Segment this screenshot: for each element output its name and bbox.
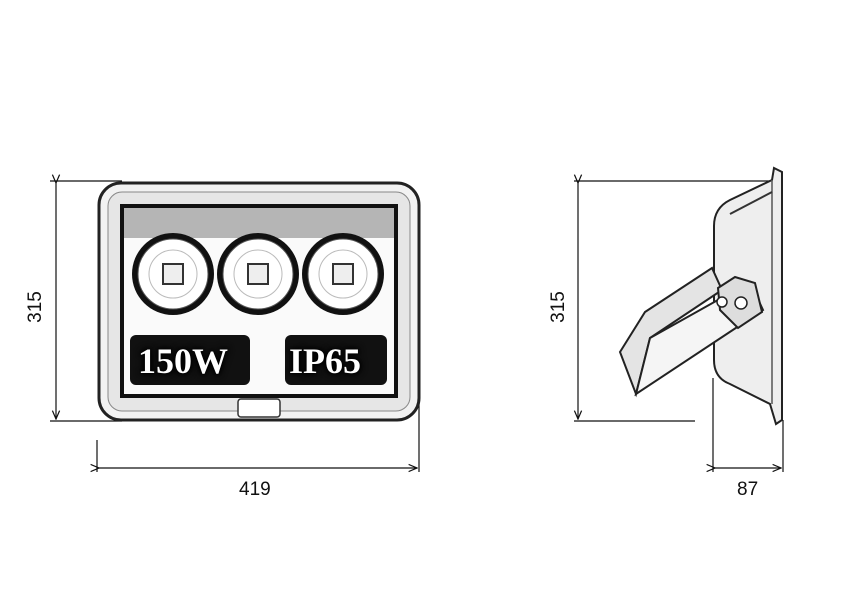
front-width-dimension: 419 [239, 479, 271, 500]
led-lenses [132, 233, 384, 315]
led-lens-1 [132, 233, 214, 315]
side-depth-dimension: 87 [737, 479, 759, 500]
mounting-bracket [618, 266, 765, 398]
led-lens-2 [217, 233, 299, 315]
side-dimension-lines [574, 181, 784, 472]
front-dimension-lines [50, 181, 420, 472]
front-height-dimension: 315 [25, 291, 46, 323]
ip-rating-label: IP65 [289, 341, 361, 381]
led-lens-3 [302, 233, 384, 315]
power-rating-label: 150W [138, 341, 228, 381]
side-height-dimension: 315 [548, 291, 569, 323]
